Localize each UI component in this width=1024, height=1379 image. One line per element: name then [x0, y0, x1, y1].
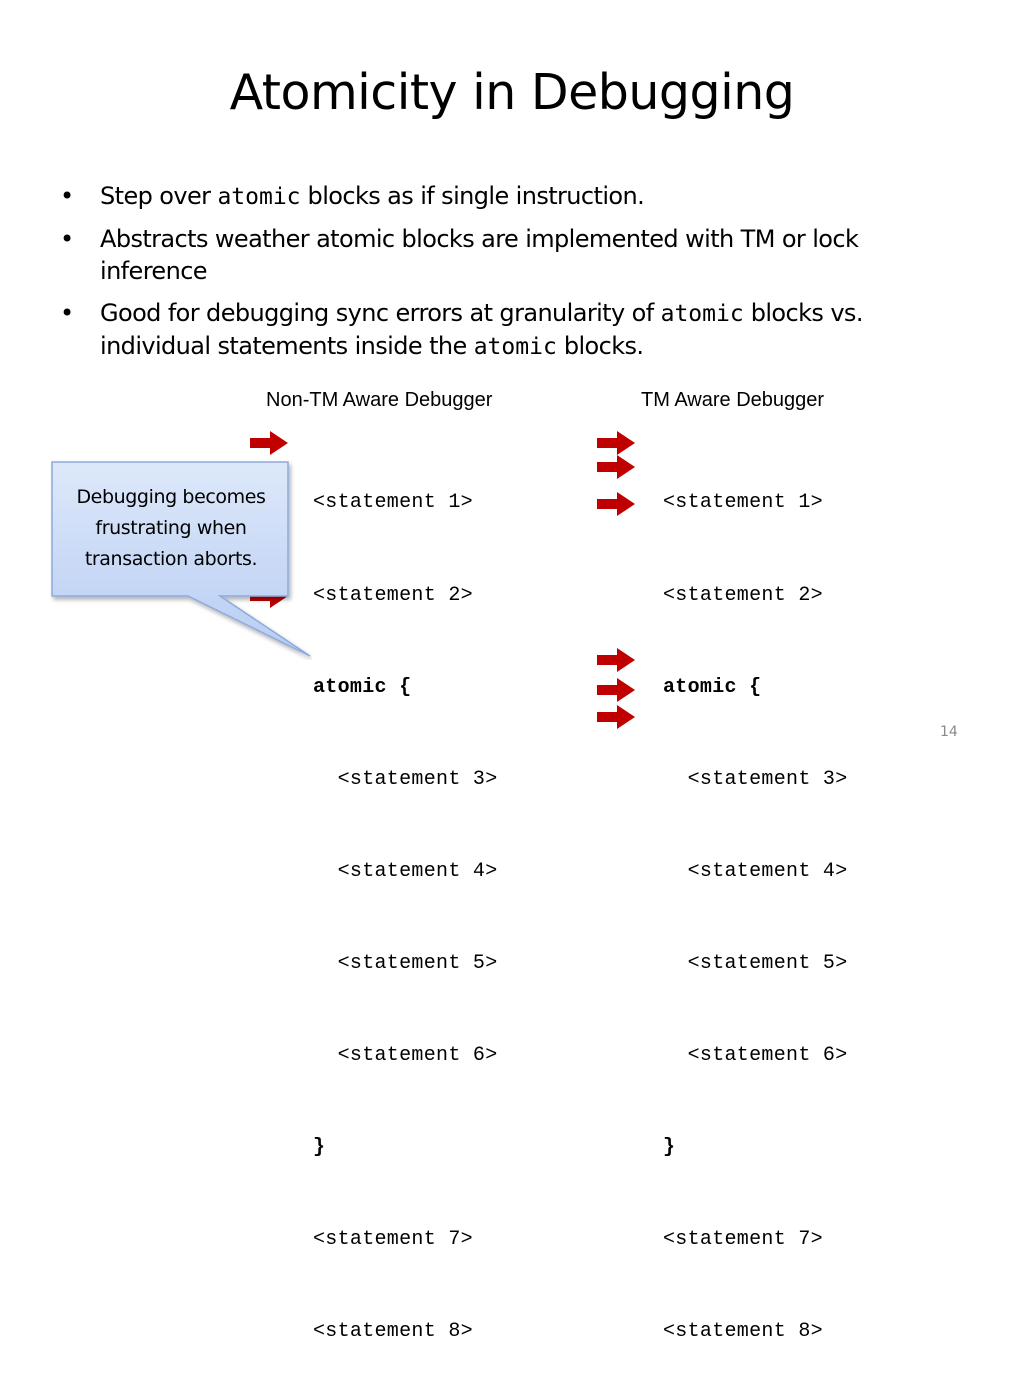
bullet-marker: • — [60, 299, 74, 327]
code-line: <statement 6> — [663, 1043, 848, 1067]
code-line: <statement 8> — [313, 1320, 473, 1344]
code-line: <statement 3> — [313, 767, 498, 791]
code-line: atomic { — [313, 675, 412, 699]
code-line: } — [313, 1136, 326, 1160]
bullet-text: Abstracts weather atomic blocks are impl… — [100, 225, 859, 285]
tm-debugger-heading: TM Aware Debugger — [641, 389, 825, 411]
code-line: <statement 2> — [313, 583, 473, 607]
right-arrow-icon — [597, 455, 635, 479]
bullet-list: • Step over atomic blocks as if single i… — [60, 180, 960, 373]
page-number: 14 — [940, 724, 958, 740]
right-arrow-icon — [597, 705, 635, 729]
code-line: <statement 4> — [313, 859, 498, 883]
non-tm-debugger-heading: Non-TM Aware Debugger — [266, 389, 493, 411]
code-line: <statement 6> — [313, 1043, 498, 1067]
code-line: <statement 7> — [663, 1228, 823, 1252]
bullet-marker: • — [60, 182, 74, 210]
slide-title: Atomicity in Debugging — [229, 64, 795, 121]
code-line: <statement 4> — [663, 859, 848, 883]
right-arrow-icon — [597, 648, 635, 672]
code-keyword: atomic — [217, 184, 301, 210]
code-line: <statement 1> — [663, 491, 823, 515]
right-arrow-icon — [250, 431, 288, 455]
code-line: <statement 3> — [663, 767, 848, 791]
code-line: <statement 5> — [313, 951, 498, 975]
bullet-text: blocks. — [556, 332, 644, 360]
bullet-text: blocks vs. individual statements inside … — [100, 299, 863, 360]
bullet-granularity: • Good for debugging sync errors at gran… — [60, 297, 960, 363]
code-line: <statement 5> — [663, 951, 848, 975]
code-line: <statement 2> — [663, 583, 823, 607]
bullet-step-over: • Step over atomic blocks as if single i… — [60, 180, 960, 213]
right-arrow-icon — [597, 678, 635, 702]
right-arrow-icon — [597, 492, 635, 516]
code-keyword: atomic — [473, 334, 557, 360]
code-line: atomic { — [663, 675, 762, 699]
callout-text: Debugging becomes frustrating when trans… — [76, 486, 266, 570]
code-line: <statement 7> — [313, 1228, 473, 1252]
bullet-text: blocks as if single instruction. — [300, 182, 645, 210]
bullet-text: Good for debugging sync errors at granul… — [100, 299, 661, 327]
bullet-text: Step over — [100, 182, 218, 210]
non-tm-code-listing: <statement 1> <statement 2> atomic { <st… — [313, 427, 498, 1379]
right-arrow-icon — [597, 431, 635, 455]
code-line: <statement 8> — [663, 1320, 823, 1344]
bullet-marker: • — [60, 225, 74, 253]
tm-code-listing: <statement 1> <statement 2> atomic { <st… — [663, 427, 848, 1379]
code-line: } — [663, 1136, 676, 1160]
code-keyword: atomic — [660, 301, 744, 327]
code-line: <statement 1> — [313, 491, 473, 515]
bullet-abstracts: • Abstracts weather atomic blocks are im… — [60, 223, 960, 287]
callout-bubble — [51, 461, 311, 657]
